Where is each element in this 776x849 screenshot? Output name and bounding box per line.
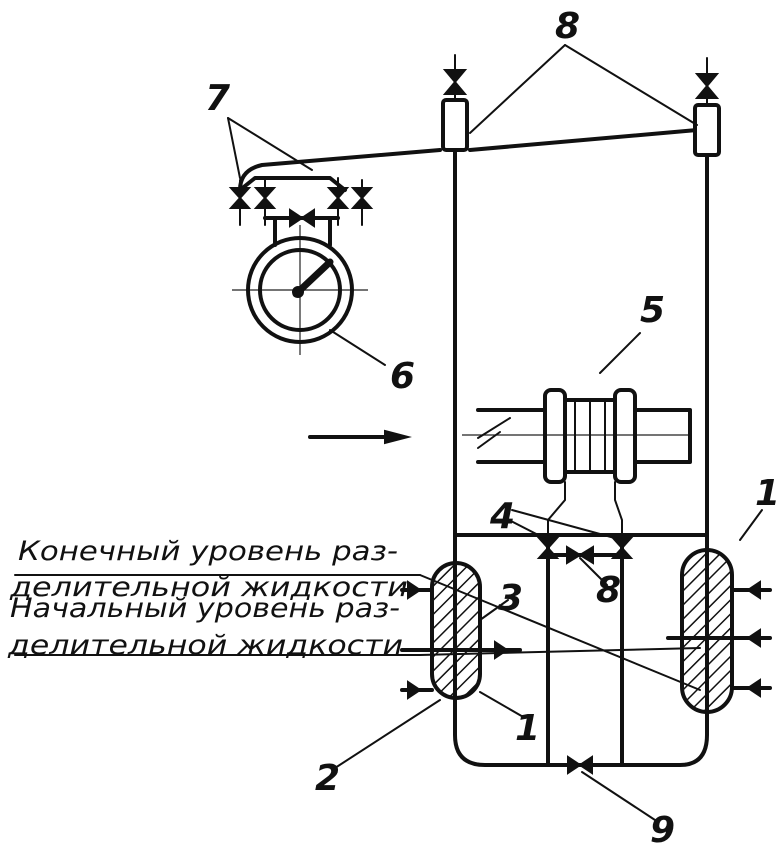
label-8-lower: 8 [596, 570, 621, 611]
vessel-8-right [693, 57, 721, 157]
initial-level-note-line2: делительной жидкости [7, 630, 403, 661]
label-1-left: 1 [515, 708, 540, 749]
valves-4 [504, 509, 634, 586]
level-vessel-right [666, 509, 772, 714]
label-1-right: 1 [755, 473, 776, 514]
pointer-7 [227, 117, 313, 179]
label-6: 6 [390, 356, 415, 397]
initial-level-note-line1: Начальный уровень раз- [10, 593, 400, 624]
label-9: 9 [650, 810, 675, 849]
flow-arrow [308, 429, 412, 445]
manometer-6 [232, 225, 386, 366]
label-8: 8 [555, 6, 580, 47]
coupling-5 [462, 332, 692, 536]
final-level-note-line2: делительной жидкости [9, 572, 408, 603]
pointer-8 [469, 44, 698, 134]
level-leaders [14, 574, 701, 691]
label-3: 3 [498, 578, 523, 619]
valve-9 [567, 755, 656, 821]
final-level-note-line1: Конечный уровень раз- [18, 536, 398, 567]
valve-block-7 [228, 177, 374, 247]
vessel-8-left [441, 54, 469, 152]
label-5: 5 [640, 290, 665, 331]
label-7: 7 [205, 78, 230, 119]
label-4: 4 [489, 496, 515, 537]
label-2: 2 [315, 758, 340, 799]
level-vessel-left [400, 561, 526, 719]
pointer-2 [334, 699, 441, 769]
